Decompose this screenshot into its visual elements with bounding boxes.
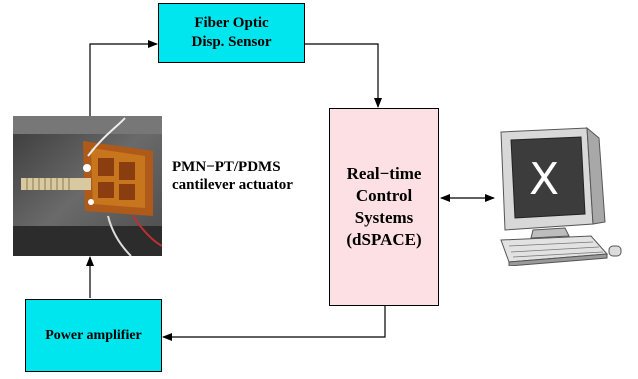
- arrow-actuator-to-sensor: [89, 40, 158, 116]
- controller-label-line1: Real−time: [346, 164, 422, 183]
- controller-label-line4: (dSPACE): [346, 230, 422, 249]
- actuator-label: PMN−PT/PDMS cantilever actuator: [172, 158, 293, 194]
- actuator-photo: [13, 116, 162, 256]
- power-amplifier-box: Power amplifier: [25, 299, 162, 372]
- computer-icon: X: [500, 126, 622, 266]
- realtime-control-system-box: Real−time Control Systems (dSPACE): [329, 108, 439, 306]
- actuator-label-line1: PMN−PT/PDMS: [172, 159, 281, 175]
- controller-label-line2: Control: [355, 186, 413, 205]
- arrow-sensor-to-controller: [305, 43, 382, 108]
- fiber-optic-sensor-box: Fiber Optic Disp. Sensor: [158, 3, 305, 63]
- arrow-controller-to-amplifier: [162, 306, 386, 341]
- sensor-label-line2: Disp. Sensor: [191, 34, 272, 50]
- screen-x-glyph: X: [529, 154, 559, 205]
- amplifier-label: Power amplifier: [45, 327, 142, 343]
- actuator-label-line2: cantilever actuator: [172, 177, 293, 193]
- controller-label-line3: Systems: [354, 208, 414, 227]
- sensor-label-line1: Fiber Optic: [194, 15, 269, 31]
